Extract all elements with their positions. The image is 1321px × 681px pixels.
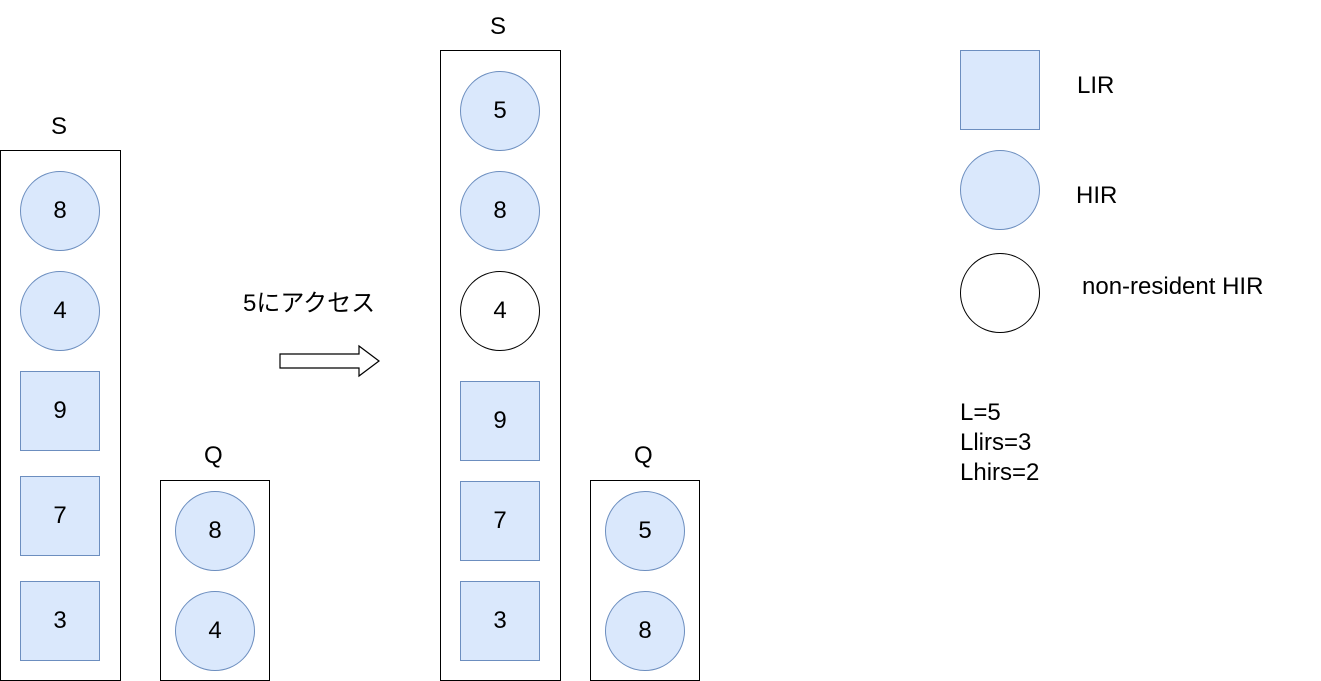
item-value: 4 (53, 297, 67, 324)
item-value: 8 (493, 197, 507, 224)
param-lhirs: Lhirs=2 (960, 459, 1040, 486)
item-value: 4 (208, 617, 222, 644)
after-q-stack: 5 8 (590, 480, 700, 681)
transition-label: 5にアクセス (243, 290, 376, 317)
legend-nonresident-label: non-resident HIR (1082, 273, 1264, 300)
item-value: 9 (493, 407, 507, 434)
item-value: 7 (53, 502, 67, 529)
after-q-item-1: 8 (605, 591, 685, 671)
item-value: 8 (208, 517, 222, 544)
before-s-stack: 8 4 9 7 3 (0, 150, 121, 681)
after-q-item-0: 5 (605, 491, 685, 571)
before-s-item-1: 4 (20, 271, 100, 351)
before-q-stack: 8 4 (160, 480, 270, 681)
before-s-item-3: 7 (20, 476, 100, 556)
item-value: 5 (638, 517, 652, 544)
after-s-item-2: 4 (460, 271, 540, 351)
item-value: 5 (493, 97, 507, 124)
before-s-label: S (51, 113, 68, 140)
param-l: L=5 (960, 399, 1001, 426)
before-s-item-0: 8 (20, 171, 100, 251)
legend-hir-circle-icon (960, 150, 1040, 230)
item-value: 8 (638, 617, 652, 644)
params-block: L=5 Llirs=3 Lhirs=2 (960, 398, 1039, 488)
legend-hir-label: HIR (1076, 182, 1118, 209)
param-llirs: Llirs=3 (960, 429, 1032, 456)
after-s-item-4: 7 (460, 481, 540, 561)
item-value: 8 (53, 197, 67, 224)
legend-lir-square-icon (960, 50, 1040, 130)
after-s-item-0: 5 (460, 71, 540, 151)
after-s-item-3: 9 (460, 381, 540, 461)
before-s-item-2: 9 (20, 371, 100, 451)
after-s-item-1: 8 (460, 171, 540, 251)
before-s-item-4: 3 (20, 581, 100, 661)
after-s-label: S (490, 13, 507, 40)
after-q-label: Q (634, 442, 653, 469)
item-value: 3 (53, 607, 67, 634)
legend-lir-label: LIR (1077, 72, 1115, 99)
item-value: 4 (493, 297, 507, 324)
item-value: 3 (493, 607, 507, 634)
before-q-item-1: 4 (175, 591, 255, 671)
before-q-item-0: 8 (175, 491, 255, 571)
legend-nonresident-circle-icon (960, 253, 1040, 333)
right-arrow-icon (279, 344, 380, 378)
before-q-label: Q (204, 442, 223, 469)
after-s-stack: 5 8 4 9 7 3 (440, 50, 561, 681)
item-value: 9 (53, 397, 67, 424)
after-s-item-5: 3 (460, 581, 540, 661)
item-value: 7 (493, 507, 507, 534)
